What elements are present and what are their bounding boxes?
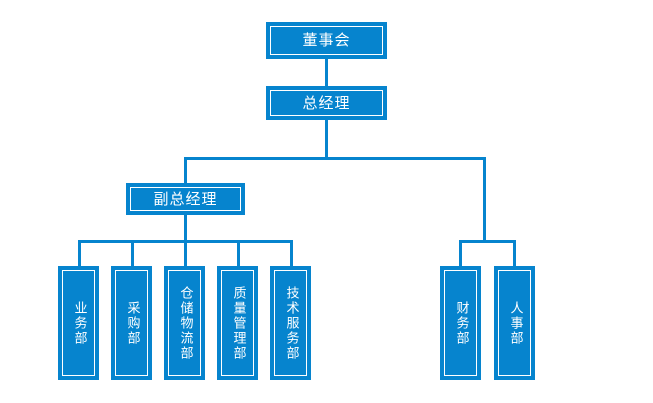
- connector-drop-quality-management: [237, 240, 240, 266]
- node-label-procurement: 采购部: [124, 300, 140, 346]
- connector-deputy-general-manager-stem: [184, 215, 187, 240]
- connector-drop-business: [78, 240, 81, 266]
- node-quality-management[interactable]: 质量管理部: [217, 266, 258, 380]
- node-procurement[interactable]: 采购部: [111, 266, 152, 380]
- connector-drop-human-resources: [513, 240, 516, 266]
- node-warehouse-logistics[interactable]: 仓储物流部: [164, 266, 205, 380]
- node-technical-service[interactable]: 技术服务部: [270, 266, 311, 380]
- connector-general-manager-stem: [325, 120, 328, 158]
- node-general-manager[interactable]: 总经理: [266, 86, 387, 120]
- node-label-technical-service: 技术服务部: [283, 285, 299, 361]
- node-board[interactable]: 董事会: [266, 22, 387, 59]
- connector-bus-to-deputy-general-manager: [184, 157, 187, 183]
- node-label-human-resources: 人事部: [507, 300, 523, 346]
- node-business[interactable]: 业务部: [58, 266, 99, 380]
- connector-drop-technical-service: [290, 240, 293, 266]
- connector-board-to-general-manager: [325, 59, 328, 86]
- node-finance[interactable]: 财务部: [440, 266, 481, 380]
- connector-drop-finance: [459, 240, 462, 266]
- connector-level2-bus: [184, 157, 486, 160]
- node-label-warehouse-logistics: 仓储物流部: [177, 285, 193, 361]
- node-label-business: 业务部: [71, 300, 87, 346]
- connector-right-departments-bus: [459, 240, 516, 243]
- connector-drop-warehouse-logistics: [184, 240, 187, 266]
- node-human-resources[interactable]: 人事部: [494, 266, 535, 380]
- connector-bus-to-right-group: [483, 157, 486, 240]
- node-label-finance: 财务部: [453, 300, 469, 346]
- node-label-deputy-general-manager: 副总经理: [153, 189, 218, 208]
- node-label-board: 董事会: [302, 31, 351, 50]
- node-label-general-manager: 总经理: [302, 93, 351, 112]
- connector-drop-procurement: [131, 240, 134, 266]
- node-deputy-general-manager[interactable]: 副总经理: [126, 183, 245, 215]
- node-label-quality-management: 质量管理部: [230, 285, 246, 361]
